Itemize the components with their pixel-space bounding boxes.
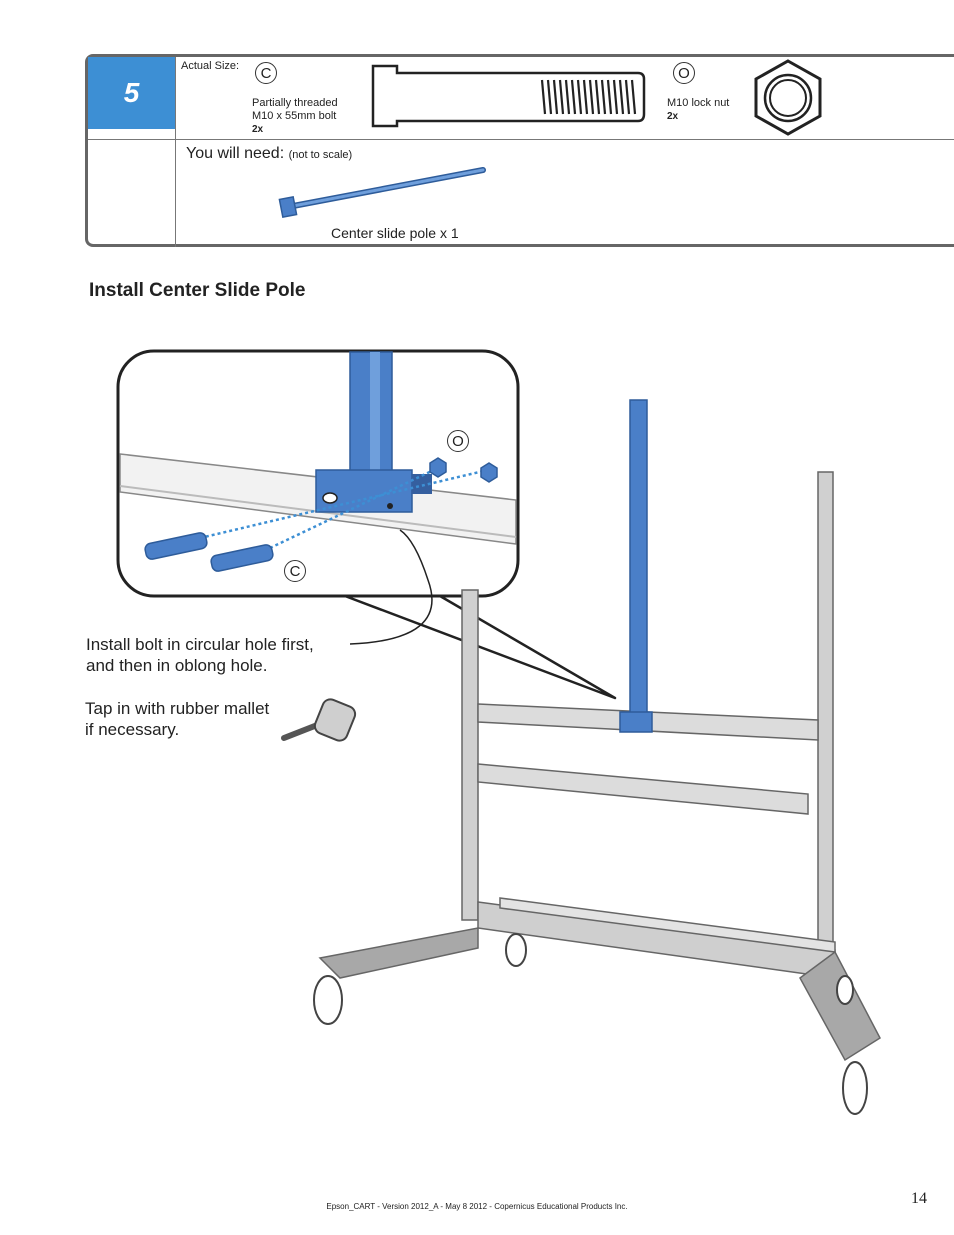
cart-wheels	[313, 933, 868, 1115]
part-c-badge: C	[255, 62, 277, 84]
divider-horizontal	[88, 139, 954, 140]
instruction-line-3: Tap in with rubber mallet	[85, 699, 270, 718]
part-o-badge: O	[673, 62, 695, 84]
section-title: Install Center Slide Pole	[89, 280, 306, 301]
part-o-desc-line1: M10 lock nut	[667, 97, 730, 109]
part-c-desc-line1: Partially threaded	[252, 97, 338, 109]
part-c-desc-line2: M10 x 55mm bolt	[252, 110, 337, 122]
not-to-scale-note: (not to scale)	[288, 149, 353, 161]
actual-size-label: Actual Size:	[181, 60, 240, 72]
instruction-line-1: Install bolt in circular hole first,	[86, 635, 314, 654]
divider-vertical	[175, 57, 176, 247]
center-slide-pole-icon	[278, 167, 486, 219]
mallet-icon	[281, 698, 357, 742]
footer: Epson_CART - Version 2012_A - May 8 2012…	[326, 1202, 628, 1211]
part-o-desc: M10 lock nut 2x	[667, 97, 729, 123]
zoom-detail	[119, 351, 517, 572]
step-box	[85, 54, 954, 247]
you-will-need-label: You will need: (not to scale)	[186, 145, 352, 163]
instruction-line-4: if necessary.	[85, 720, 180, 739]
cart-assembly-illustration	[116, 349, 881, 1115]
page-number: 14	[911, 1190, 927, 1207]
callout-c-badge: C	[284, 560, 306, 582]
pole-label: Center slide pole x 1	[331, 225, 459, 241]
you-will-need-text: You will need:	[186, 145, 285, 162]
bolt-illustration	[371, 64, 646, 128]
part-c-qty: 2x	[252, 124, 264, 135]
cart-frame	[318, 399, 881, 1062]
part-o-qty: 2x	[667, 111, 679, 122]
callout-o-badge: O	[447, 430, 469, 452]
instruction-mallet: Tap in with rubber mallet if necessary.	[85, 698, 269, 740]
lock-nut-illustration	[754, 59, 822, 136]
instruction-bolt-order: Install bolt in circular hole first, and…	[86, 634, 314, 676]
instruction-line-2: and then in oblong hole.	[86, 656, 268, 675]
part-c-desc: Partially threaded M10 x 55mm bolt 2x	[252, 97, 338, 136]
step-number: 5	[88, 57, 175, 129]
